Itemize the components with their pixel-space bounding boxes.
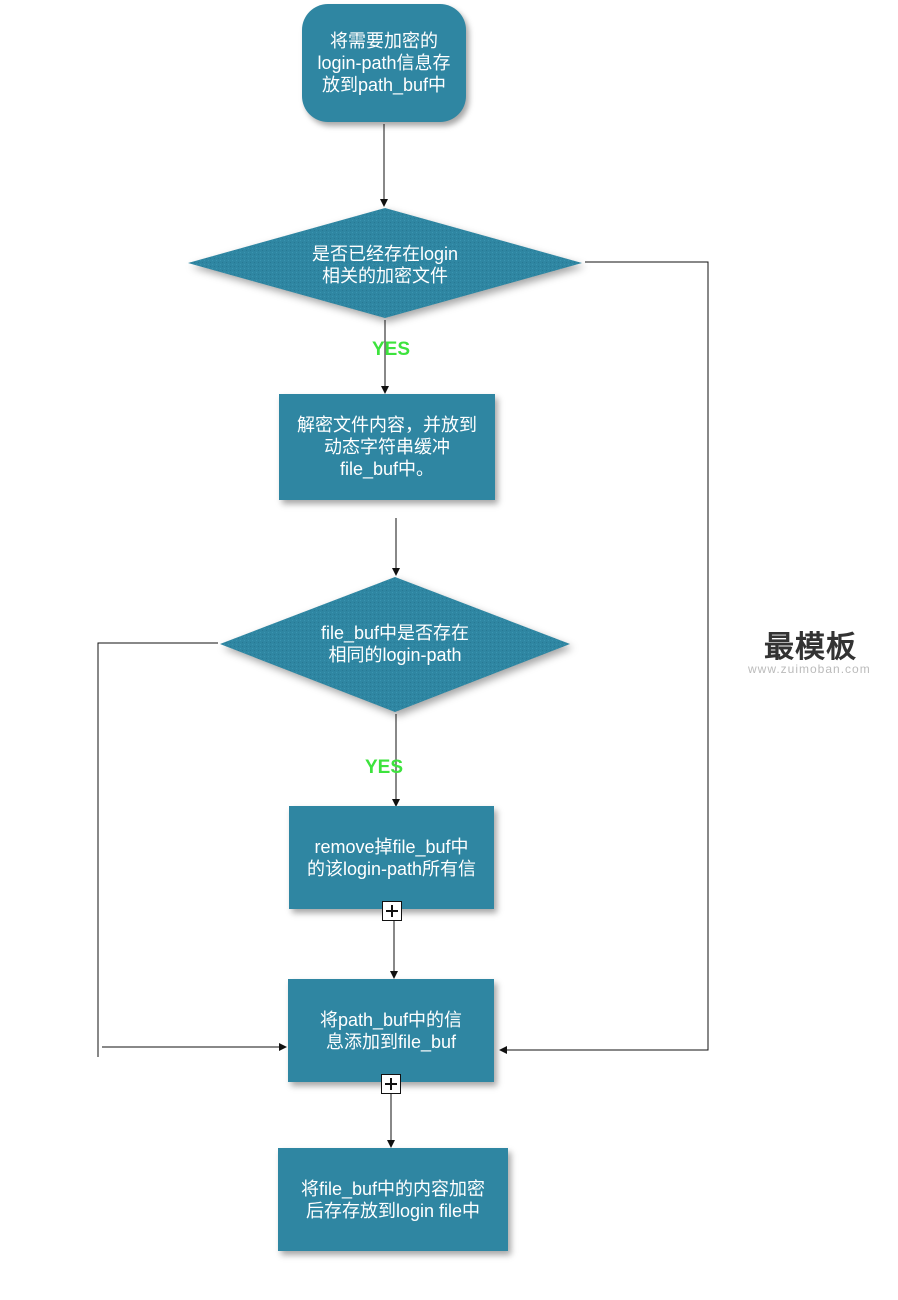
decision2-label: file_buf中是否存在 相同的login-path	[320, 623, 470, 665]
process4-node: 将file_buf中的内容加密 后存存放到login file中	[278, 1148, 508, 1251]
watermark-url: www.zuimoban.com	[748, 662, 871, 676]
start-node: 将需要加密的 login-path信息存 放到path_buf中	[302, 4, 466, 122]
process3-text: 将path_buf中的信 息添加到file_buf	[319, 1009, 463, 1052]
edge-decision2-no	[97, 642, 218, 1057]
expand-icon[interactable]	[381, 1074, 401, 1094]
decision1-yes-label: YES	[372, 339, 411, 360]
process2-node: remove掉file_buf中 的该login-path所有信	[289, 806, 494, 909]
start-node-text: 将需要加密的 login-path信息存 放到path_buf中	[317, 31, 451, 95]
process1-text: 解密文件内容，并放到 动态字符串缓冲 file_buf中。	[297, 415, 477, 479]
watermark-title: 最模板	[764, 630, 857, 665]
decision1-label: 是否已经存在login 相关的加密文件	[311, 244, 459, 286]
decision1-shape	[188, 208, 582, 318]
process2-text: remove掉file_buf中 的该login-path所有信	[306, 836, 477, 879]
decision2-shape	[220, 577, 570, 712]
process4-text: 将file_buf中的内容加密 后存存放到login file中	[300, 1178, 486, 1221]
process3-node: 将path_buf中的信 息添加到file_buf	[288, 979, 494, 1082]
expand-icon[interactable]	[382, 901, 402, 921]
process1-node: 解密文件内容，并放到 动态字符串缓冲 file_buf中。	[279, 394, 495, 500]
decision2-yes-label: YES	[365, 757, 404, 778]
edge-decision1-no	[499, 261, 709, 1054]
